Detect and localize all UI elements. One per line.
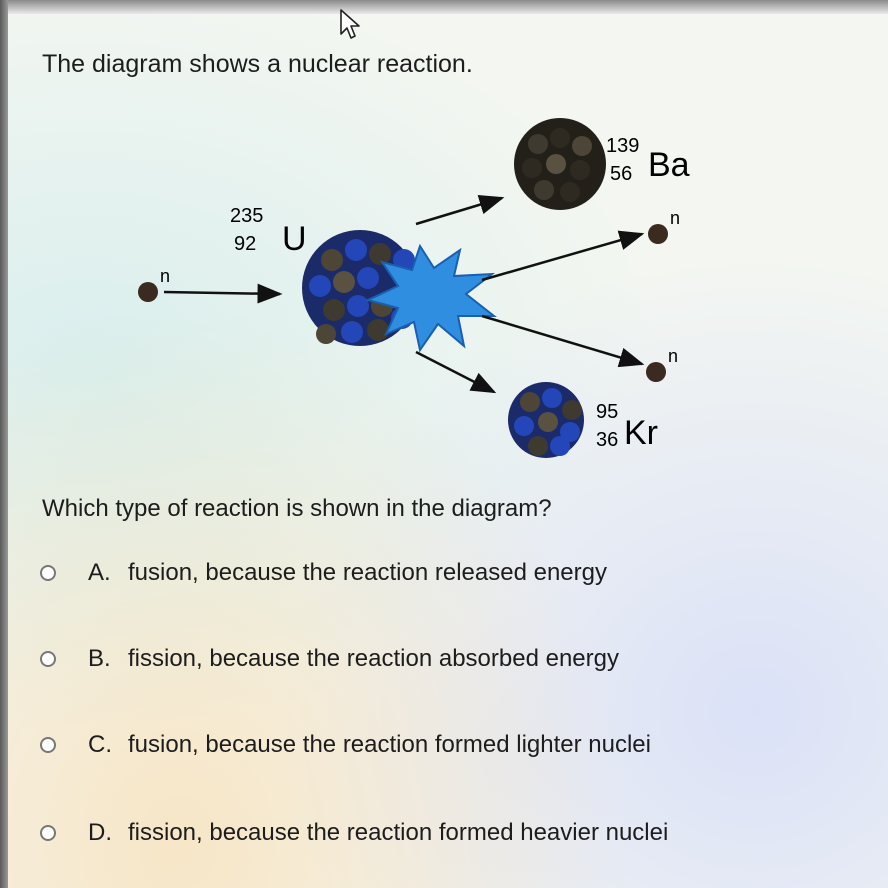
question-text: Which type of reaction is shown in the d… [42, 495, 552, 522]
choice-d[interactable]: D. fission, because the reaction formed … [40, 816, 668, 850]
choice-b[interactable]: B. fission, because the reaction absorbe… [40, 642, 619, 676]
barium-nucleus [514, 118, 606, 210]
choice-d-text: fission, because the reaction formed hea… [128, 819, 669, 846]
krypton-atomic-number: 36 [596, 429, 618, 451]
radio-button-a[interactable] [40, 565, 56, 581]
choice-c-text: fusion, because the reaction formed ligh… [128, 731, 651, 758]
radio-button-c[interactable] [40, 737, 56, 753]
arrow-to-krypton [415, 350, 497, 394]
energy-flash [365, 243, 497, 353]
barium-atomic-number: 56 [610, 163, 632, 185]
arrow-to-neutron-1 [481, 230, 645, 282]
incoming-neutron-label: n [160, 266, 170, 286]
choice-b-text: fission, because the reaction absorbed e… [128, 645, 619, 672]
screen-top-edge [0, 0, 888, 14]
mouse-cursor-icon [340, 9, 360, 39]
choice-a[interactable]: A. fusion, because the reaction released… [40, 556, 607, 590]
product-neutron-2 [646, 362, 666, 382]
choice-a-text: fusion, because the reaction released en… [128, 559, 607, 586]
uranium-atomic-number: 92 [234, 233, 256, 255]
incoming-neutron-arrow [163, 283, 283, 304]
product-neutron-1 [648, 224, 668, 244]
screen-left-bezel [0, 0, 8, 888]
choice-c[interactable]: C. fusion, because the reaction formed l… [40, 728, 651, 762]
radio-button-b[interactable] [40, 651, 56, 667]
krypton-nucleus [508, 382, 584, 458]
radio-button-d[interactable] [40, 825, 56, 841]
uranium-mass-number: 235 [230, 205, 263, 227]
arrow-to-neutron-2 [481, 314, 645, 368]
question-prompt: The diagram shows a nuclear reaction. [42, 50, 473, 78]
krypton-symbol: Kr [624, 414, 658, 452]
barium-mass-number: 139 [606, 135, 639, 157]
product-neutron-2-label: n [668, 346, 678, 366]
choice-d-letter: D. [88, 819, 112, 846]
product-neutron-1-label: n [670, 208, 680, 228]
arrow-to-barium [415, 194, 505, 226]
choice-c-letter: C. [88, 731, 112, 758]
barium-symbol: Ba [648, 146, 690, 184]
choice-a-letter: A. [88, 559, 111, 586]
krypton-mass-number: 95 [596, 401, 618, 423]
uranium-symbol: U [282, 220, 307, 258]
choice-b-letter: B. [88, 645, 111, 672]
incoming-neutron [138, 282, 158, 302]
nuclear-reaction-diagram: n 235 92 U 139 [138, 118, 690, 458]
